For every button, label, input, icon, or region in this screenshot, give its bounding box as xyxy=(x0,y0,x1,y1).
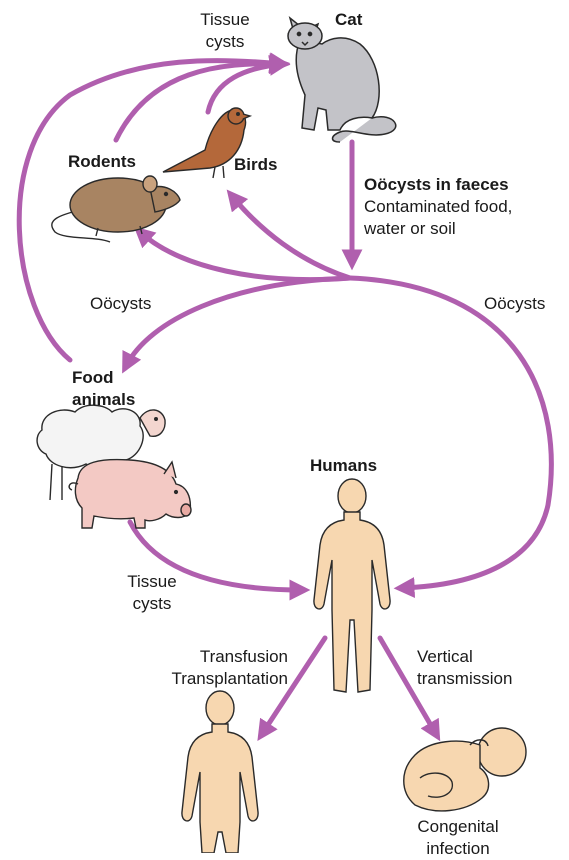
tissue-cysts-bottom-line1: Tissue xyxy=(112,571,192,593)
food-animals-line1: Food xyxy=(72,367,135,389)
human-icon xyxy=(182,691,258,853)
tissue-cysts-top-line1: Tissue xyxy=(190,9,260,31)
arrow-to-rodents xyxy=(140,232,350,280)
congenital-line2: infection xyxy=(398,838,518,860)
transfusion-line2: Transplantation xyxy=(128,668,288,690)
arrow-birds-to-cat xyxy=(208,64,282,112)
oocysts-right-label: Oöcysts xyxy=(484,293,545,315)
cat-icon xyxy=(288,18,396,142)
congenital-infection-label: Congenital infection xyxy=(398,816,518,860)
transfusion-label: Transfusion Transplantation xyxy=(128,646,288,690)
human-icon xyxy=(314,479,390,692)
tissue-cysts-bottom-label: Tissue cysts xyxy=(112,571,192,615)
contaminated-label: Contaminated food, water or soil xyxy=(364,196,512,240)
arrow-rodents-to-cat xyxy=(116,64,282,140)
arrow-to-food-animals xyxy=(126,278,350,366)
food-animals-label: Food animals xyxy=(72,367,135,411)
tissue-cysts-top-line2: cysts xyxy=(190,31,260,53)
tissue-cysts-top-label: Tissue cysts xyxy=(190,9,260,53)
oocysts-in-faeces-label: Oöcysts in faeces xyxy=(364,174,509,196)
rodent-icon xyxy=(52,176,180,242)
vertical-line2: transmission xyxy=(417,668,512,690)
tissue-cysts-bottom-line2: cysts xyxy=(112,593,192,615)
arrow-to-birds xyxy=(232,196,350,278)
birds-label: Birds xyxy=(234,154,277,176)
rodents-label: Rodents xyxy=(68,151,136,173)
congenital-line1: Congenital xyxy=(398,816,518,838)
vertical-transmission-label: Vertical transmission xyxy=(417,646,512,690)
vertical-line1: Vertical xyxy=(417,646,512,668)
pig-icon xyxy=(69,460,191,528)
contaminated-line2: water or soil xyxy=(364,218,512,240)
transfusion-line1: Transfusion xyxy=(128,646,288,668)
baby-icon xyxy=(404,728,526,811)
contaminated-line1: Contaminated food, xyxy=(364,196,512,218)
humans-label: Humans xyxy=(310,455,377,477)
oocysts-left-label: Oöcysts xyxy=(90,293,151,315)
cat-label: Cat xyxy=(335,9,362,31)
food-animals-line2: animals xyxy=(72,389,135,411)
